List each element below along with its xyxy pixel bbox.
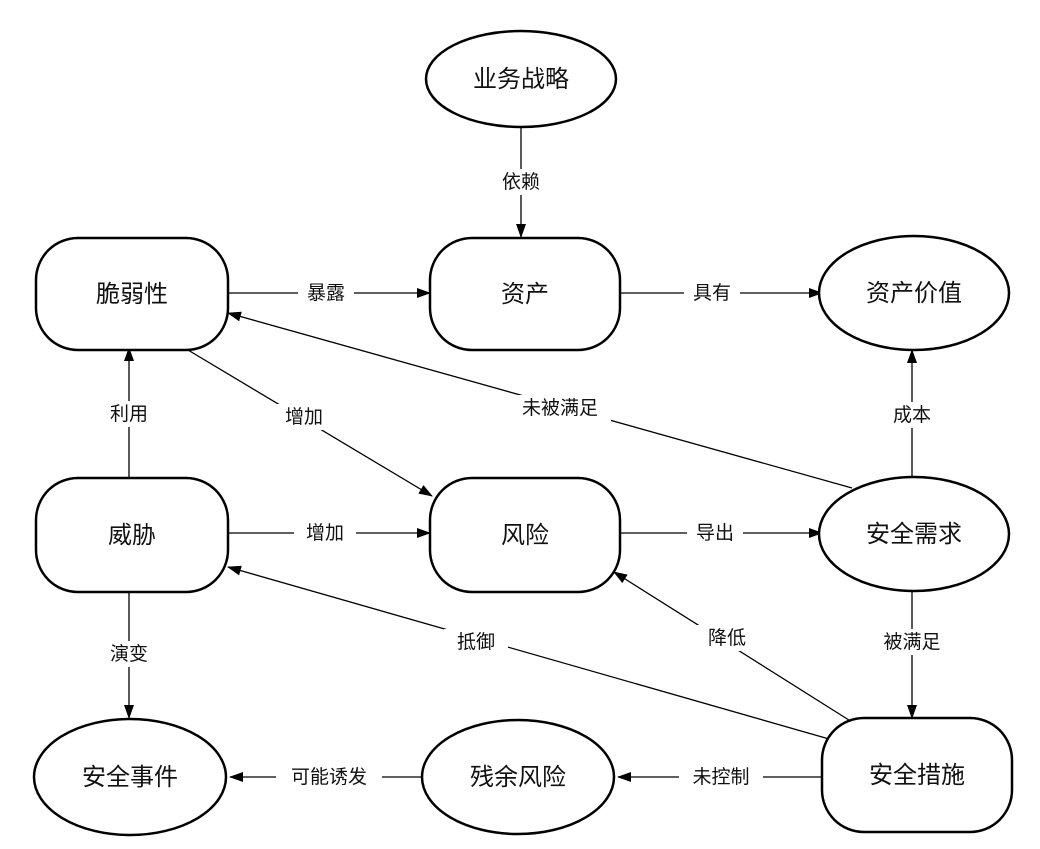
edge-met: 被满足	[872, 590, 952, 719]
node-label-residual-risk: 残余风险	[470, 763, 566, 791]
node-business-strategy: 业务战略	[424, 29, 618, 129]
edge-label-increase-threat: 增加	[306, 522, 344, 544]
node-label-assets: 资产	[501, 280, 549, 308]
node-risk: 风险	[428, 476, 622, 594]
node-security-requirement: 安全需求	[817, 475, 1011, 593]
edge-label-uncontrolled: 未控制	[692, 766, 749, 788]
edge-label-evolve: 演变	[110, 643, 148, 665]
edge-evolve: 演变	[104, 592, 154, 719]
node-vulnerability: 脆弱性	[34, 236, 230, 352]
edge-label-derive: 导出	[696, 522, 734, 544]
edge-label-increase-vuln: 增加	[285, 406, 323, 428]
node-label-asset-value: 资产价值	[866, 279, 962, 307]
edge-expose: 暴露	[228, 280, 431, 306]
edge-label-exploit: 利用	[110, 403, 148, 425]
node-label-vulnerability: 脆弱性	[96, 280, 168, 308]
node-label-business-strategy: 业务战略	[473, 65, 569, 93]
node-security-measure: 安全措施	[820, 716, 1014, 834]
edge-label-may-trigger: 可能诱发	[291, 766, 367, 788]
edge-have: 具有	[620, 280, 823, 306]
edge-label-met: 被满足	[883, 631, 940, 653]
edge-label-cost: 成本	[893, 404, 931, 426]
edge-label-reduce: 降低	[708, 627, 746, 649]
edge-uncontrolled: 未控制	[617, 764, 822, 790]
node-label-security-incident: 安全事件	[82, 763, 178, 791]
edge-reduce: 降低	[613, 571, 853, 723]
edge-label-have: 具有	[693, 282, 731, 304]
node-label-security-requirement: 安全需求	[866, 520, 962, 548]
edge-label-resist: 抵御	[457, 631, 495, 653]
edge-derive: 导出	[620, 520, 823, 546]
node-label-security-measure: 安全措施	[869, 761, 965, 789]
edge-label-unmet: 未被满足	[522, 397, 598, 419]
node-assets: 资产	[428, 236, 622, 352]
edge-resist: 抵御	[227, 565, 851, 746]
node-security-incident: 安全事件	[32, 717, 228, 837]
edge-unmet: 未被满足	[227, 311, 853, 489]
node-label-threat: 威胁	[108, 521, 156, 549]
edge-label-expose: 暴露	[307, 282, 345, 304]
node-asset-value: 资产价值	[817, 234, 1011, 352]
edge-increase-vuln: 增加	[187, 349, 433, 497]
edge-label-depend: 依赖	[502, 171, 540, 193]
edge-depend: 依赖	[496, 127, 546, 238]
edge-cost: 成本	[887, 349, 937, 478]
edge-increase-threat: 增加	[228, 520, 431, 546]
node-residual-risk: 残余风险	[420, 718, 616, 836]
node-threat: 威胁	[34, 476, 230, 594]
edge-may-trigger: 可能诱发	[229, 764, 422, 790]
node-label-risk: 风险	[501, 521, 549, 549]
edge-exploit: 利用	[104, 347, 154, 478]
